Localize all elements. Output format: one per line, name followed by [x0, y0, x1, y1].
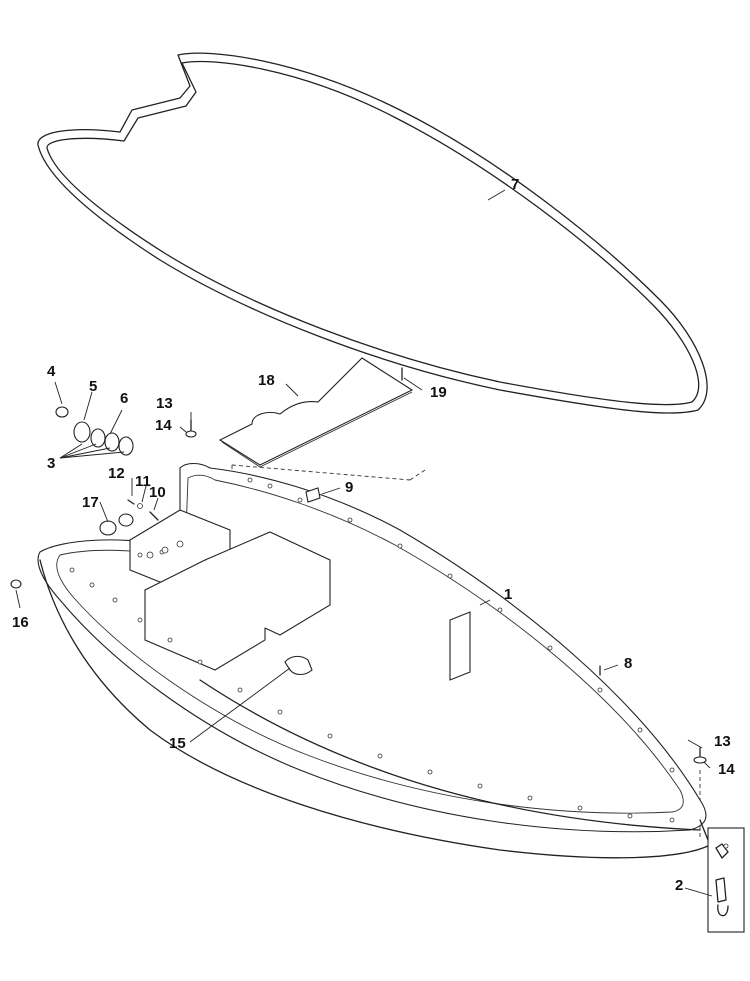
- callout-6: 6: [120, 390, 128, 407]
- callout-3: 3: [47, 455, 55, 472]
- cover-plate-part-18: [218, 357, 414, 468]
- leader-lines: [15, 189, 713, 897]
- callout-14-lower: 14: [718, 761, 735, 778]
- callout-8: 8: [624, 655, 632, 672]
- callout-4: 4: [47, 363, 56, 380]
- callout-12: 12: [108, 465, 125, 482]
- callout-11: 11: [135, 473, 151, 490]
- seal-gasket-part-7: [37, 52, 708, 414]
- callout-labels: 1 2 3 4 5 6 7 8 9 10 11 12 13 13 14 14 1…: [12, 176, 735, 894]
- callout-16: 16: [12, 614, 29, 631]
- callout-18: 18: [258, 372, 275, 389]
- callout-13-upper: 13: [156, 395, 173, 412]
- callout-1: 1: [504, 586, 512, 603]
- callout-14-upper: 14: [155, 417, 172, 434]
- bolt-washer-upper-parts-13-14: [185, 419, 197, 438]
- callout-13-lower: 13: [714, 733, 731, 750]
- fitting-assembly-parts-3-6: [55, 406, 134, 456]
- callout-15: 15: [169, 735, 186, 752]
- callout-17: 17: [82, 494, 99, 511]
- housing-hull-part-1: [37, 462, 711, 859]
- callout-19: 19: [430, 384, 447, 401]
- callout-9: 9: [345, 479, 353, 496]
- callout-7: 7: [511, 176, 519, 193]
- callout-5: 5: [89, 378, 97, 395]
- callout-2: 2: [675, 877, 683, 894]
- small-hardware: [10, 487, 601, 676]
- bolt-washer-lower-parts-13-14: [693, 747, 707, 764]
- bracket-kit-part-2: [707, 827, 745, 933]
- callout-10: 10: [149, 484, 166, 501]
